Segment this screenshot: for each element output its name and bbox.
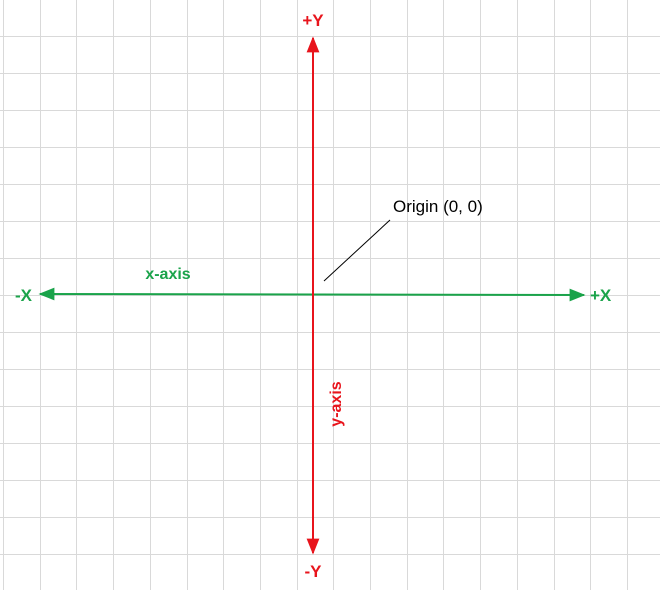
x-axis-name-label: x-axis (145, 266, 190, 283)
origin-leader-line (323, 219, 391, 282)
pos-x-label: +X (590, 286, 612, 305)
origin-callout-label: Origin (0, 0) (393, 197, 483, 216)
pos-y-label: +Y (302, 11, 324, 30)
neg-y-label: -Y (305, 562, 323, 581)
neg-x-label: -X (15, 286, 33, 305)
y-axis-name-label: y-axis (328, 381, 345, 426)
